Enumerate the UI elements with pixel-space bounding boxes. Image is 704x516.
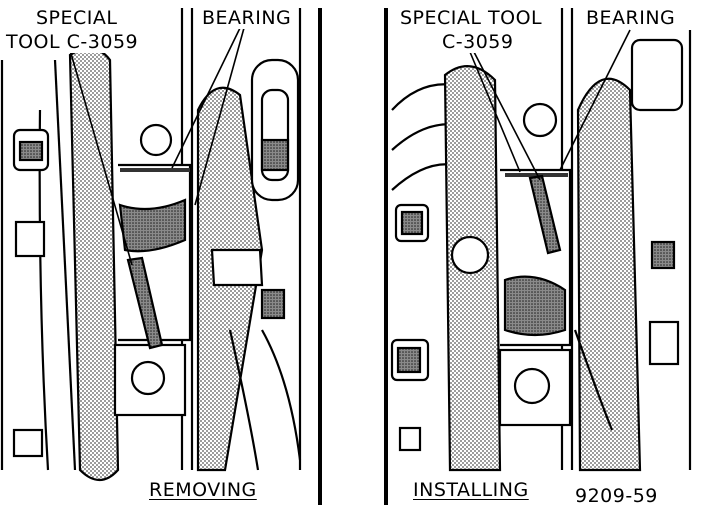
bolt-head-icon [14, 220, 46, 258]
bolt-head-icon [390, 338, 430, 382]
bolt-head-icon [398, 426, 422, 452]
bolt-head-icon [394, 203, 430, 243]
bolt-head-icon [12, 128, 50, 172]
removing-caption: REMOVING [146, 480, 260, 501]
left-panel-drawing [0, 8, 322, 505]
figure-number: 9209-59 [572, 486, 661, 507]
bolt-head-icon [260, 138, 290, 172]
left-bearing-label: BEARING [200, 7, 294, 29]
left-tool-label-line1: SPECIAL [34, 7, 120, 29]
left-tool-label-line2: TOOL C-3059 [4, 31, 141, 53]
cap-bolt-hole [130, 360, 166, 396]
special-tool-c3059 [126, 256, 164, 350]
right-panel-drawing [384, 8, 692, 505]
right-bearing-label: BEARING [584, 7, 678, 29]
cap-bolt-hole [513, 367, 551, 405]
cap-bolt-hole [139, 123, 173, 157]
installing-caption: INSTALLING [410, 480, 532, 501]
removing-caption-text: REMOVING [149, 479, 257, 501]
bolt-head-icon [260, 288, 286, 320]
bolt-head-icon [12, 428, 44, 458]
crank-cheek-left [68, 47, 120, 482]
bolt-head-icon [650, 240, 676, 270]
bolt-head-icon [648, 320, 680, 366]
right-tool-label-line1: SPECIAL TOOL [398, 7, 545, 29]
installing-caption-text: INSTALLING [413, 479, 529, 501]
cap-bolt-hole [522, 102, 558, 138]
bearing-shell [576, 77, 642, 472]
right-tool-label-line2: C-3059 [440, 31, 516, 53]
